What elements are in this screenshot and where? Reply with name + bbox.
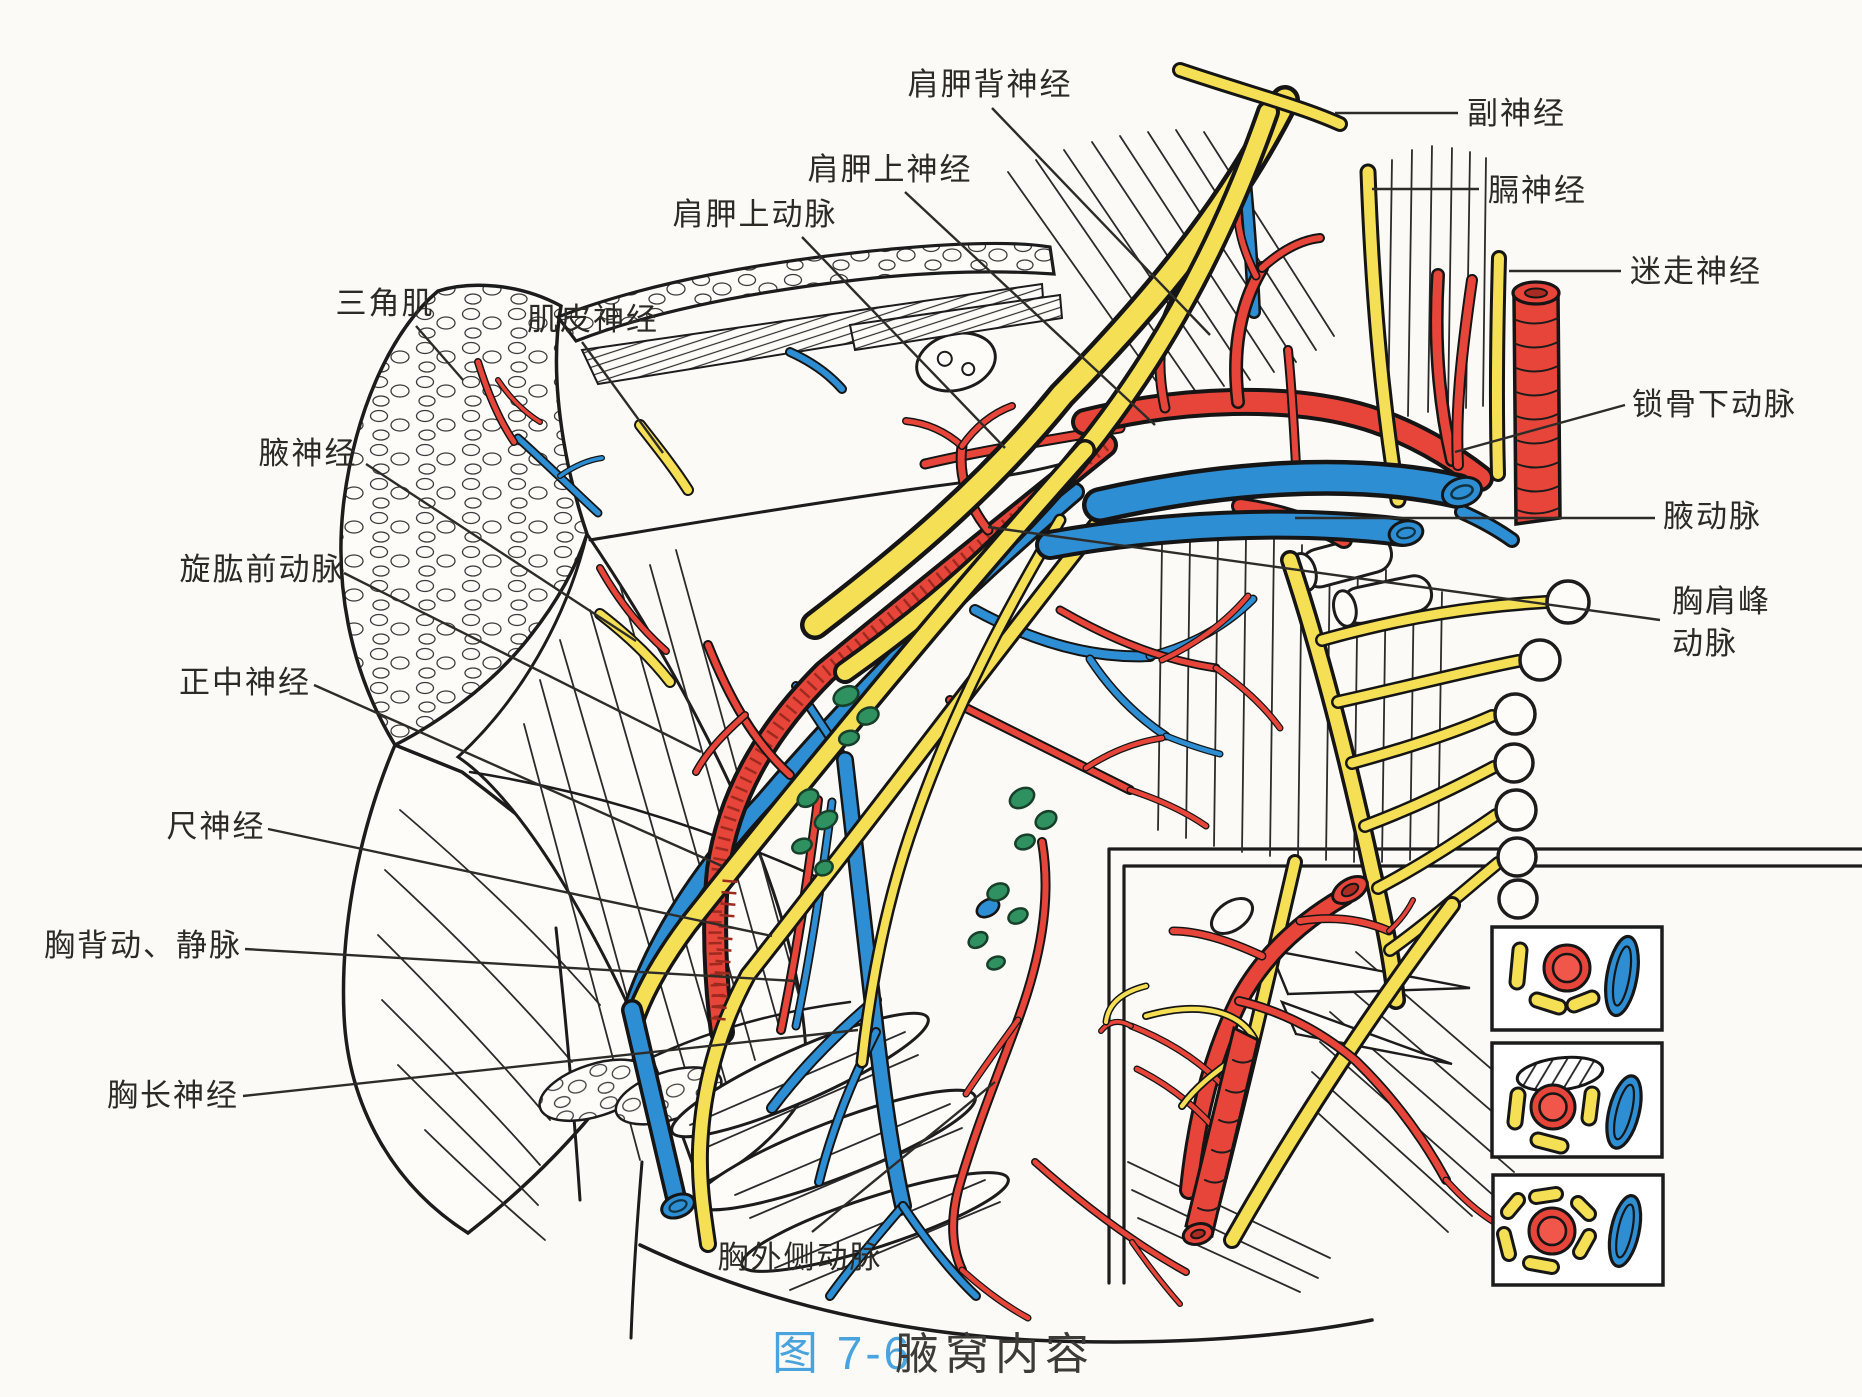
deltoid-shape: [339, 283, 589, 748]
label-axillary-nerve: 腋神经: [259, 436, 358, 471]
nerve-root-stumps: [1493, 579, 1591, 920]
label-long-thoracic-nerve: 胸长神经: [107, 1078, 239, 1113]
label-accessory-nerve: 副神经: [1467, 96, 1566, 131]
label-subclavian-artery: 锁骨下动脉: [1632, 387, 1797, 422]
label-anterior-circumflex-humeral-artery: 旋肱前动脉: [180, 552, 345, 587]
label-thoracodorsal-vessels: 胸背动、静脉: [44, 928, 242, 963]
leader-anterior-circumflex-humeral-artery: [343, 571, 702, 754]
label-thoracoacromial-artery: 胸肩峰动脉: [1672, 584, 1771, 661]
cross-section-box-2: [1490, 1041, 1664, 1159]
leader-subclavian-artery: [1454, 403, 1626, 454]
label-deltoid-muscle: 三角肌: [336, 286, 435, 321]
figure-caption: 图 7-6 腋窝内容: [772, 1327, 1095, 1379]
leader-deltoid-muscle: [415, 325, 464, 381]
label-phrenic-nerve: 膈神经: [1488, 173, 1587, 208]
lymph-nodes: [791, 684, 1058, 971]
label-axillary-artery: 腋动脉: [1663, 499, 1762, 534]
leader-median-nerve: [313, 683, 723, 868]
label-vagus-nerve: 迷走神经: [1630, 254, 1762, 289]
label-lateral-thoracic-artery: 胸外侧动脉: [718, 1240, 883, 1275]
leader-suprascapular-artery: [801, 236, 1006, 449]
label-ulnar-nerve: 尺神经: [167, 809, 266, 844]
leader-thoracoacromial-artery: [987, 525, 1661, 622]
leader-ulnar-nerve: [267, 827, 773, 938]
figure-caption-text: 腋窝内容: [895, 1330, 1095, 1379]
leader-long-thoracic-nerve: [242, 1028, 859, 1098]
label-suprascapular-artery: 肩胛上动脉: [673, 197, 838, 232]
leader-thoracodorsal-vessels: [244, 947, 797, 983]
brachial-artery-stump: [710, 879, 738, 1021]
clavicle-shape: [555, 241, 1056, 343]
leader-lateral-thoracic-artery: [811, 1081, 996, 1233]
axillary-artery-stump: [1511, 280, 1562, 527]
leader-suprascapular-nerve: [904, 191, 1156, 426]
cross-section-box-1: [1490, 925, 1664, 1032]
figure-number: 图 7-6: [772, 1327, 912, 1379]
leader-musculocutaneous-nerve: [581, 341, 664, 454]
axillary-vein-trunks: [632, 473, 1512, 1220]
inset-box-border: [1107, 847, 1862, 1285]
label-dorsal-scapular-nerve: 肩胛背神经: [908, 67, 1073, 102]
label-suprascapular-nerve: 肩胛上神经: [808, 152, 973, 187]
cross-section-box-3: [1491, 1173, 1665, 1287]
label-median-nerve: 正中神经: [179, 665, 311, 700]
leader-axillary-nerve: [365, 462, 637, 643]
leader-dorsal-scapular-nerve: [991, 107, 1211, 336]
inset-detail: [1101, 862, 1494, 1248]
label-musculocutaneous-nerve: 肌皮神经: [527, 302, 659, 337]
